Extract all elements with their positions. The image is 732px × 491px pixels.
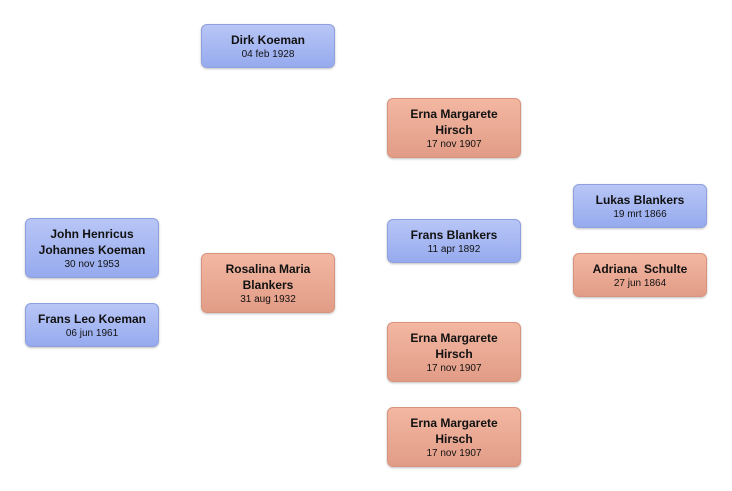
person-date: 19 mrt 1866 <box>613 208 667 220</box>
person-name: Erna Margarete Hirsch <box>410 415 498 446</box>
person-card-lukas-blankers[interactable]: Lukas Blankers 19 mrt 1866 <box>573 184 707 228</box>
person-name: Lukas Blankers <box>595 192 685 207</box>
person-card-erna-margarete-hirsch-3[interactable]: Erna Margarete Hirsch 17 nov 1907 <box>387 407 521 467</box>
person-date: 04 feb 1928 <box>241 48 295 60</box>
person-date: 06 jun 1961 <box>65 327 119 339</box>
person-card-adriana-schulte[interactable]: Adriana Schulte 27 jun 1864 <box>573 253 707 297</box>
person-name: Dirk Koeman <box>230 32 306 47</box>
person-card-rosalina-maria-blankers[interactable]: Rosalina Maria Blankers 31 aug 1932 <box>201 253 335 313</box>
person-name: Erna Margarete Hirsch <box>410 106 498 137</box>
person-date: 17 nov 1907 <box>426 362 482 374</box>
person-date: 31 aug 1932 <box>240 293 296 305</box>
person-date: 30 nov 1953 <box>64 258 120 270</box>
person-card-erna-margarete-hirsch-2[interactable]: Erna Margarete Hirsch 17 nov 1907 <box>387 322 521 382</box>
person-name: Erna Margarete Hirsch <box>410 330 498 361</box>
person-card-frans-leo-koeman[interactable]: Frans Leo Koeman 06 jun 1961 <box>25 303 159 347</box>
person-date: 27 jun 1864 <box>613 277 667 289</box>
person-name: Frans Blankers <box>410 227 498 242</box>
person-name: Frans Leo Koeman <box>37 311 147 326</box>
person-card-erna-margarete-hirsch[interactable]: Erna Margarete Hirsch 17 nov 1907 <box>387 98 521 158</box>
person-name: Adriana Schulte <box>592 261 688 276</box>
person-date: 17 nov 1907 <box>426 138 482 150</box>
person-date: 11 apr 1892 <box>427 243 481 255</box>
person-card-dirk-koeman[interactable]: Dirk Koeman 04 feb 1928 <box>201 24 335 68</box>
person-date: 17 nov 1907 <box>426 447 482 459</box>
person-name: Rosalina Maria Blankers <box>225 261 311 292</box>
person-card-john-henricus-johannes-koeman[interactable]: John Henricus Johannes Koeman 30 nov 195… <box>25 218 159 278</box>
person-name: John Henricus Johannes Koeman <box>38 226 146 257</box>
person-card-frans-blankers[interactable]: Frans Blankers 11 apr 1892 <box>387 219 521 263</box>
